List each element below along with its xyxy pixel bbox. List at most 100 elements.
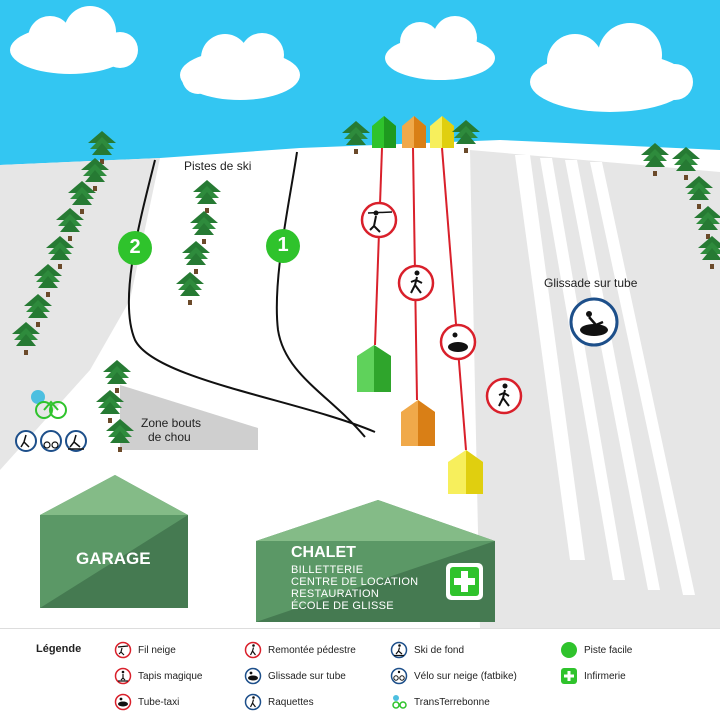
lift-top-yellow (430, 116, 454, 148)
walk-icon (485, 377, 523, 415)
zone-bouts-label-line2: de chou (148, 430, 191, 444)
first-aid-icon (561, 668, 577, 684)
snowshoe-icon (244, 693, 262, 711)
legend-item-tapis-magique: Tapis magique (114, 667, 202, 685)
pine-tree-icon (182, 241, 210, 274)
legend-item-remontee: Remontée pédestre (244, 641, 356, 659)
zone-bouts-label-line1: Zone bouts (141, 416, 202, 430)
tubing-icon (244, 667, 262, 685)
cloud-middle-left (180, 33, 300, 100)
transterrebonne-icon (392, 695, 407, 709)
lift-top-stations (372, 116, 454, 148)
garage-building (40, 475, 188, 608)
zone-bouts-de-chou-area (120, 385, 258, 450)
lift-bottom-orange (401, 400, 435, 446)
cloud-middle-right (385, 16, 495, 80)
pine-tree-icon (452, 120, 480, 153)
piste-1-number: 1 (277, 234, 289, 256)
legend-label: TransTerrebonne (414, 696, 490, 708)
pine-tree-icon (176, 272, 204, 305)
pine-tree-icon (96, 390, 124, 423)
legend-item-fil-neige: Fil neige (114, 641, 176, 659)
pine-tree-icon (685, 176, 713, 209)
cloud-right (530, 23, 693, 112)
legend-label: Glissade sur tube (268, 670, 346, 682)
tube-lanes (515, 155, 695, 595)
chalet-building (256, 500, 495, 622)
pine-tree-icon (46, 236, 74, 269)
chalet-line-restauration: RESTAURATION (291, 588, 380, 600)
transterrebonne-logo (31, 390, 67, 419)
pine-tree-icon (24, 294, 52, 327)
rope-tow-icon (114, 641, 132, 659)
glissade-sur-tube-label: Glissade sur tube (544, 276, 638, 290)
cross-country-ski-icon (65, 430, 87, 452)
pine-tree-icon (698, 236, 720, 269)
fatbike-icon (390, 667, 408, 685)
legend-label: Tube-taxi (138, 696, 180, 708)
pine-tree-icon (56, 208, 84, 241)
walk-up-icon (397, 264, 435, 302)
snowshoe-icon (15, 430, 37, 452)
tubing-icon (569, 297, 619, 347)
legend-item-infirmerie: Infirmerie (560, 667, 626, 685)
pine-tree-icon (88, 131, 116, 164)
chalet-title: CHALET (291, 544, 356, 561)
chalet-line-ecole: ÉCOLE DE GLISSE (291, 600, 394, 612)
legend-item-transterrebonne: TransTerrebonne (390, 693, 490, 711)
legend-label: Infirmerie (584, 670, 626, 682)
legend-label: Tapis magique (138, 670, 203, 682)
chalet-line-location: CENTRE DE LOCATION (291, 576, 419, 588)
trees (12, 120, 720, 452)
pine-tree-icon (641, 143, 669, 176)
legend-title: Légende (36, 643, 82, 655)
piste-2-number: 2 (129, 236, 141, 258)
pine-tree-icon (68, 181, 96, 214)
pine-tree-icon (342, 121, 370, 154)
lift-bottom-yellow (448, 450, 483, 494)
legend-label: Remontée pédestre (268, 644, 356, 656)
legend-item-ski-de-fond: Ski de fond (390, 641, 464, 659)
cloud-left (10, 6, 138, 74)
legend-label: Piste facile (584, 644, 633, 656)
legend-label: Ski de fond (414, 644, 465, 656)
legend-label: Fil neige (138, 644, 176, 656)
green-circle-icon (561, 642, 577, 658)
pistes-de-ski-label: Pistes de ski (184, 159, 252, 173)
pine-tree-icon (694, 206, 720, 239)
rope-tow-icon (360, 201, 398, 239)
tube-taxi-icon (114, 693, 132, 711)
legend-label: Vélo sur neige (fatbike) (414, 670, 517, 682)
ski-piste-lines (127, 151, 376, 438)
pine-tree-icon (12, 322, 40, 355)
legend-item-glissade: Glissade sur tube (244, 667, 346, 685)
pine-tree-icon (193, 180, 221, 213)
lift-top-green (372, 116, 396, 148)
magic-carpet-icon (114, 667, 132, 685)
fatbike-icon (40, 430, 62, 452)
pine-tree-icon (672, 147, 700, 180)
clouds (10, 6, 693, 112)
lift-top-orange (402, 116, 426, 148)
lift-bottom-green (357, 345, 391, 392)
garage-label: GARAGE (76, 549, 151, 568)
pine-tree-icon (34, 264, 62, 297)
piste-1-marker (266, 229, 300, 263)
tube-taxi-icon (439, 323, 477, 361)
legend-item-tube-taxi: Tube-taxi (114, 693, 179, 711)
legend-item-fatbike: Vélo sur neige (fatbike) (390, 667, 517, 685)
walk-up-icon (244, 641, 262, 659)
legend-item-raquettes: Raquettes (244, 693, 314, 711)
legend-label: Raquettes (268, 696, 314, 708)
chalet-line-billetterie: BILLETTERIE (291, 564, 364, 576)
cross-country-ski-icon (390, 641, 408, 659)
pine-tree-icon (103, 360, 131, 393)
legend-item-piste-facile: Piste facile (560, 641, 632, 659)
piste-2-marker (118, 231, 152, 265)
pine-tree-icon (81, 158, 109, 191)
legend: Légende Fil neige Tapis magique Tube-tax… (0, 628, 720, 721)
pine-tree-icon (190, 211, 218, 244)
pine-tree-icon (106, 419, 134, 452)
trail-icons (15, 430, 87, 452)
